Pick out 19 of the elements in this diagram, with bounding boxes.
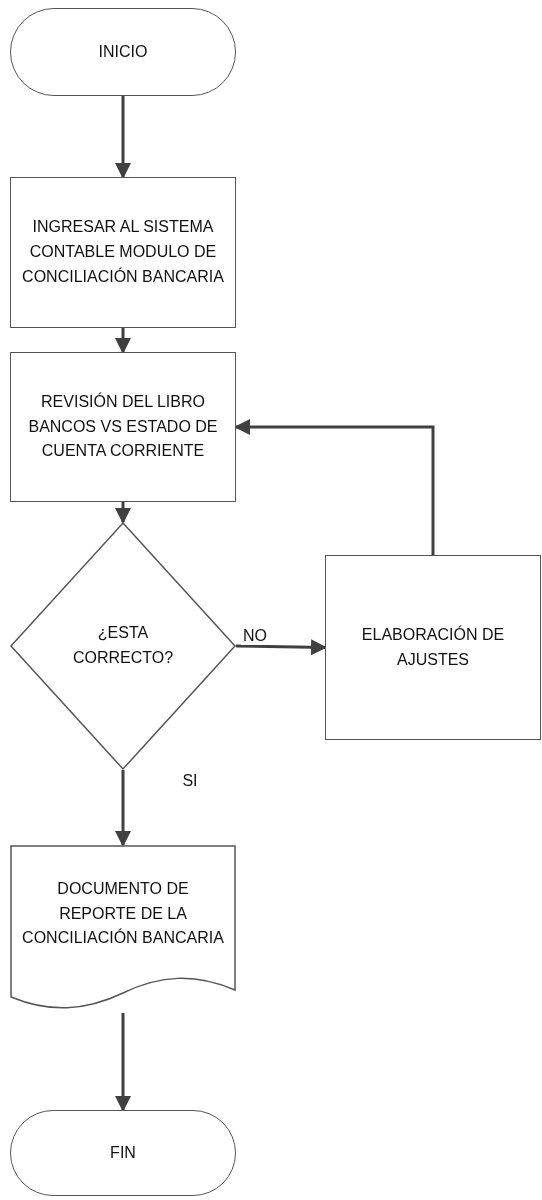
arrow <box>115 328 131 354</box>
node-text: INICIO <box>98 41 148 62</box>
node-text: REVISIÓN DEL LIBRO BANCOS VS ESTADO DE CUENTA CORRIENTE <box>27 391 219 462</box>
edge-label: NO <box>241 627 269 645</box>
node-text: ELABORACIÓN DE AJUSTES <box>360 624 506 670</box>
arrow <box>115 96 131 179</box>
node-text: DOCUMENTO DE REPORTE DE LA CONCILIACIÓN BANCARIA <box>21 878 225 949</box>
process-box <box>325 555 541 740</box>
process-box <box>10 177 236 328</box>
node-text: ¿ESTA CORRECTO? <box>71 623 175 668</box>
arrow <box>115 502 131 524</box>
node-text: INGRESAR AL SISTEMA CONTABLE MODULO DE CONCILIACIÓN BANCARIA <box>21 217 225 287</box>
arrow <box>115 770 131 847</box>
process-box <box>10 352 236 502</box>
arrow <box>234 419 435 555</box>
arrow <box>235 639 327 656</box>
decision-diamond <box>10 522 236 770</box>
arrow <box>115 1013 131 1112</box>
node-text: FIN <box>110 1142 136 1163</box>
